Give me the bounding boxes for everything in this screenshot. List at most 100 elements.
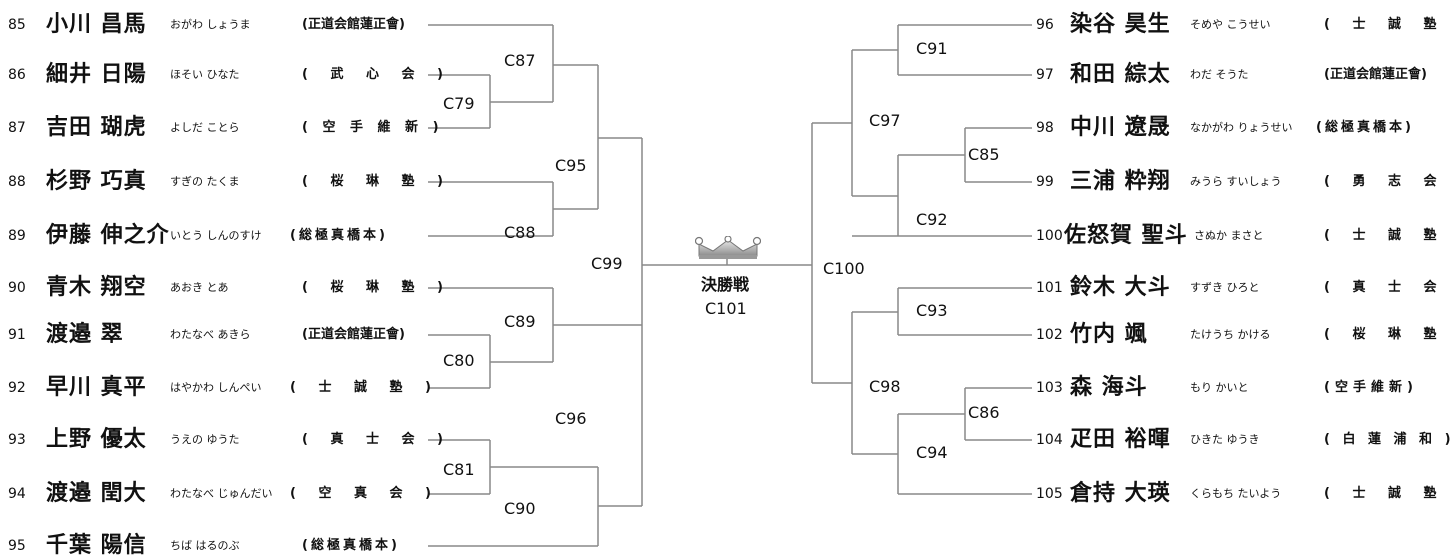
entry-name: 中川 遼晟 (1070, 115, 1171, 140)
entry-seed: 96 (1036, 17, 1054, 33)
entry-kana: わだ そうた (1190, 68, 1249, 81)
entry-name: 佐怒賀 聖斗 (1064, 223, 1188, 248)
match-c92: C92 (916, 210, 948, 229)
entry-seed: 104 (1036, 432, 1063, 448)
entry-kana: すぎの たくま (170, 175, 240, 188)
entry-seed: 94 (8, 486, 26, 502)
entry-name: 伊藤 伸之介 (46, 223, 170, 248)
entry-name: 小川 昌馬 (46, 12, 147, 37)
match-c80: C80 (443, 351, 475, 370)
match-c91: C91 (916, 39, 948, 58)
entry-name: 渡邉 翠 (46, 322, 124, 347)
entry-99: 99 三浦 粋翔 みうら すいしょう ( 勇 志 会 ) (1034, 168, 1450, 196)
entry-club: ( 士 誠 塾 ) (1324, 17, 1450, 32)
entry-kana: いとう しんのすけ (170, 229, 262, 242)
entry-name: 竹内 颯 (1070, 322, 1148, 347)
entry-93: 93 上野 優太 うえの ゆうた ( 真 士 会 ) (0, 426, 443, 454)
match-c93: C93 (916, 301, 948, 320)
entry-kana: うえの ゆうた (170, 433, 240, 446)
entry-85: 85 小川 昌馬 おがわ しょうま (正道会館蓮正會) (0, 11, 430, 39)
entry-club: (正道会館蓮正會) (302, 17, 405, 32)
entry-club: ( 士 誠 塾 ) (290, 380, 440, 395)
entry-club: (総極真橋本) (290, 228, 388, 243)
entry-name: 染谷 昊生 (1070, 12, 1171, 37)
entry-seed: 93 (8, 432, 26, 448)
entry-name: 早川 真平 (46, 375, 147, 400)
entry-kana: ほそい ひなた (170, 68, 240, 81)
entry-seed: 97 (1036, 67, 1054, 83)
entry-club: ( 真 士 会 ) (302, 432, 452, 447)
match-c96: C96 (555, 409, 587, 428)
entry-kana: そめや こうせい (1190, 18, 1271, 31)
match-c79: C79 (443, 94, 475, 113)
match-c98: C98 (869, 377, 901, 396)
entry-91: 91 渡邉 翠 わたなべ あきら (正道会館蓮正會) (0, 321, 430, 349)
entry-kana: みうら すいしょう (1190, 175, 1282, 188)
entry-club: (空手維新) (1324, 380, 1418, 395)
match-c99: C99 (591, 254, 623, 273)
entry-name: 渡邉 閏大 (46, 481, 147, 506)
match-c100: C100 (823, 259, 865, 278)
entry-105: 105 倉持 大瑛 くらもち たいよう ( 士 誠 塾 ) (1034, 480, 1450, 508)
entry-seed: 102 (1036, 327, 1063, 343)
entry-seed: 89 (8, 228, 26, 244)
entry-club: ( 桜 琳 塾 ) (302, 174, 452, 189)
entry-club: ( 士 誠 塾 ) (1324, 228, 1450, 243)
entry-club: (正道会館蓮正會) (1324, 67, 1427, 82)
entry-seed: 100 (1036, 228, 1063, 244)
entry-kana: さぬか まさと (1194, 229, 1264, 242)
entry-club: ( 空 手 維 新 ) (302, 120, 444, 135)
entry-seed: 105 (1036, 486, 1063, 502)
entry-kana: もり かいと (1190, 381, 1249, 394)
entry-104: 104 疋田 裕暉 ひきた ゆうき ( 白 蓮 浦 和 ) (1034, 426, 1450, 454)
entry-kana: ひきた ゆうき (1190, 433, 1260, 446)
entry-club: ( 桜 琳 塾 ) (302, 280, 452, 295)
entry-name: 杉野 巧真 (46, 169, 147, 194)
match-c85: C85 (968, 145, 1000, 164)
entry-name: 倉持 大瑛 (1070, 481, 1171, 506)
entry-name: 和田 綜太 (1070, 62, 1171, 87)
entry-seed: 99 (1036, 174, 1054, 190)
entry-90: 90 青木 翔空 あおき とあ ( 桜 琳 塾 ) (0, 274, 443, 302)
entry-seed: 91 (8, 327, 26, 343)
entry-96: 96 染谷 昊生 そめや こうせい ( 士 誠 塾 ) (1034, 11, 1450, 39)
entry-club: ( 白 蓮 浦 和 ) (1324, 432, 1450, 447)
match-c81: C81 (443, 460, 475, 479)
entry-club: ( 士 誠 塾 ) (1324, 486, 1450, 501)
entry-name: 疋田 裕暉 (1070, 427, 1171, 452)
entry-seed: 101 (1036, 280, 1063, 296)
entry-seed: 98 (1036, 120, 1054, 136)
entry-94: 94 渡邉 閏大 わたなべ じゅんだい ( 空 真 会 ) (0, 480, 431, 508)
entry-name: 上野 優太 (46, 427, 147, 452)
entry-name: 三浦 粋翔 (1070, 169, 1171, 194)
entry-seed: 92 (8, 380, 26, 396)
entry-86: 86 細井 日陽 ほそい ひなた ( 武 心 会 ) (0, 61, 443, 89)
entry-100: 100 佐怒賀 聖斗 さぬか まさと ( 士 誠 塾 ) (1034, 222, 1450, 250)
entry-club: ( 桜 琳 塾 ) (1324, 327, 1450, 342)
crown-icon (694, 235, 762, 264)
entry-87: 87 吉田 瑚虎 よしだ ことら ( 空 手 維 新 ) (0, 114, 439, 142)
entry-88: 88 杉野 巧真 すぎの たくま ( 桜 琳 塾 ) (0, 168, 443, 196)
entry-seed: 86 (8, 67, 26, 83)
match-c97: C97 (869, 111, 901, 130)
match-c88: C88 (504, 223, 536, 242)
entry-kana: たけうち かける (1190, 328, 1271, 341)
entry-name: 吉田 瑚虎 (46, 115, 147, 140)
entry-seed: 88 (8, 174, 26, 190)
entry-97: 97 和田 綜太 わだ そうた (正道会館蓮正會) (1034, 61, 1450, 89)
entry-name: 鈴木 大斗 (1070, 275, 1171, 300)
entry-kana: なかがわ りょうせい (1190, 121, 1293, 134)
entry-kana: よしだ ことら (170, 121, 240, 134)
entry-name: 千葉 陽信 (46, 533, 147, 558)
entry-club: (総極真橋本) (1316, 120, 1414, 135)
entry-club: ( 真 士 会 ) (1324, 280, 1450, 295)
match-c89: C89 (504, 312, 536, 331)
entry-club: ( 勇 志 会 ) (1324, 174, 1450, 189)
entry-89: 89 伊藤 伸之介 いとう しんのすけ (総極真橋本) (0, 222, 430, 250)
entry-101: 101 鈴木 大斗 すずき ひろと ( 真 士 会 ) (1034, 274, 1450, 302)
entry-club: (総極真橋本) (302, 538, 400, 553)
entry-kana: くらもち たいよう (1190, 487, 1282, 500)
entry-kana: おがわ しょうま (170, 18, 251, 31)
entry-seed: 95 (8, 538, 26, 554)
